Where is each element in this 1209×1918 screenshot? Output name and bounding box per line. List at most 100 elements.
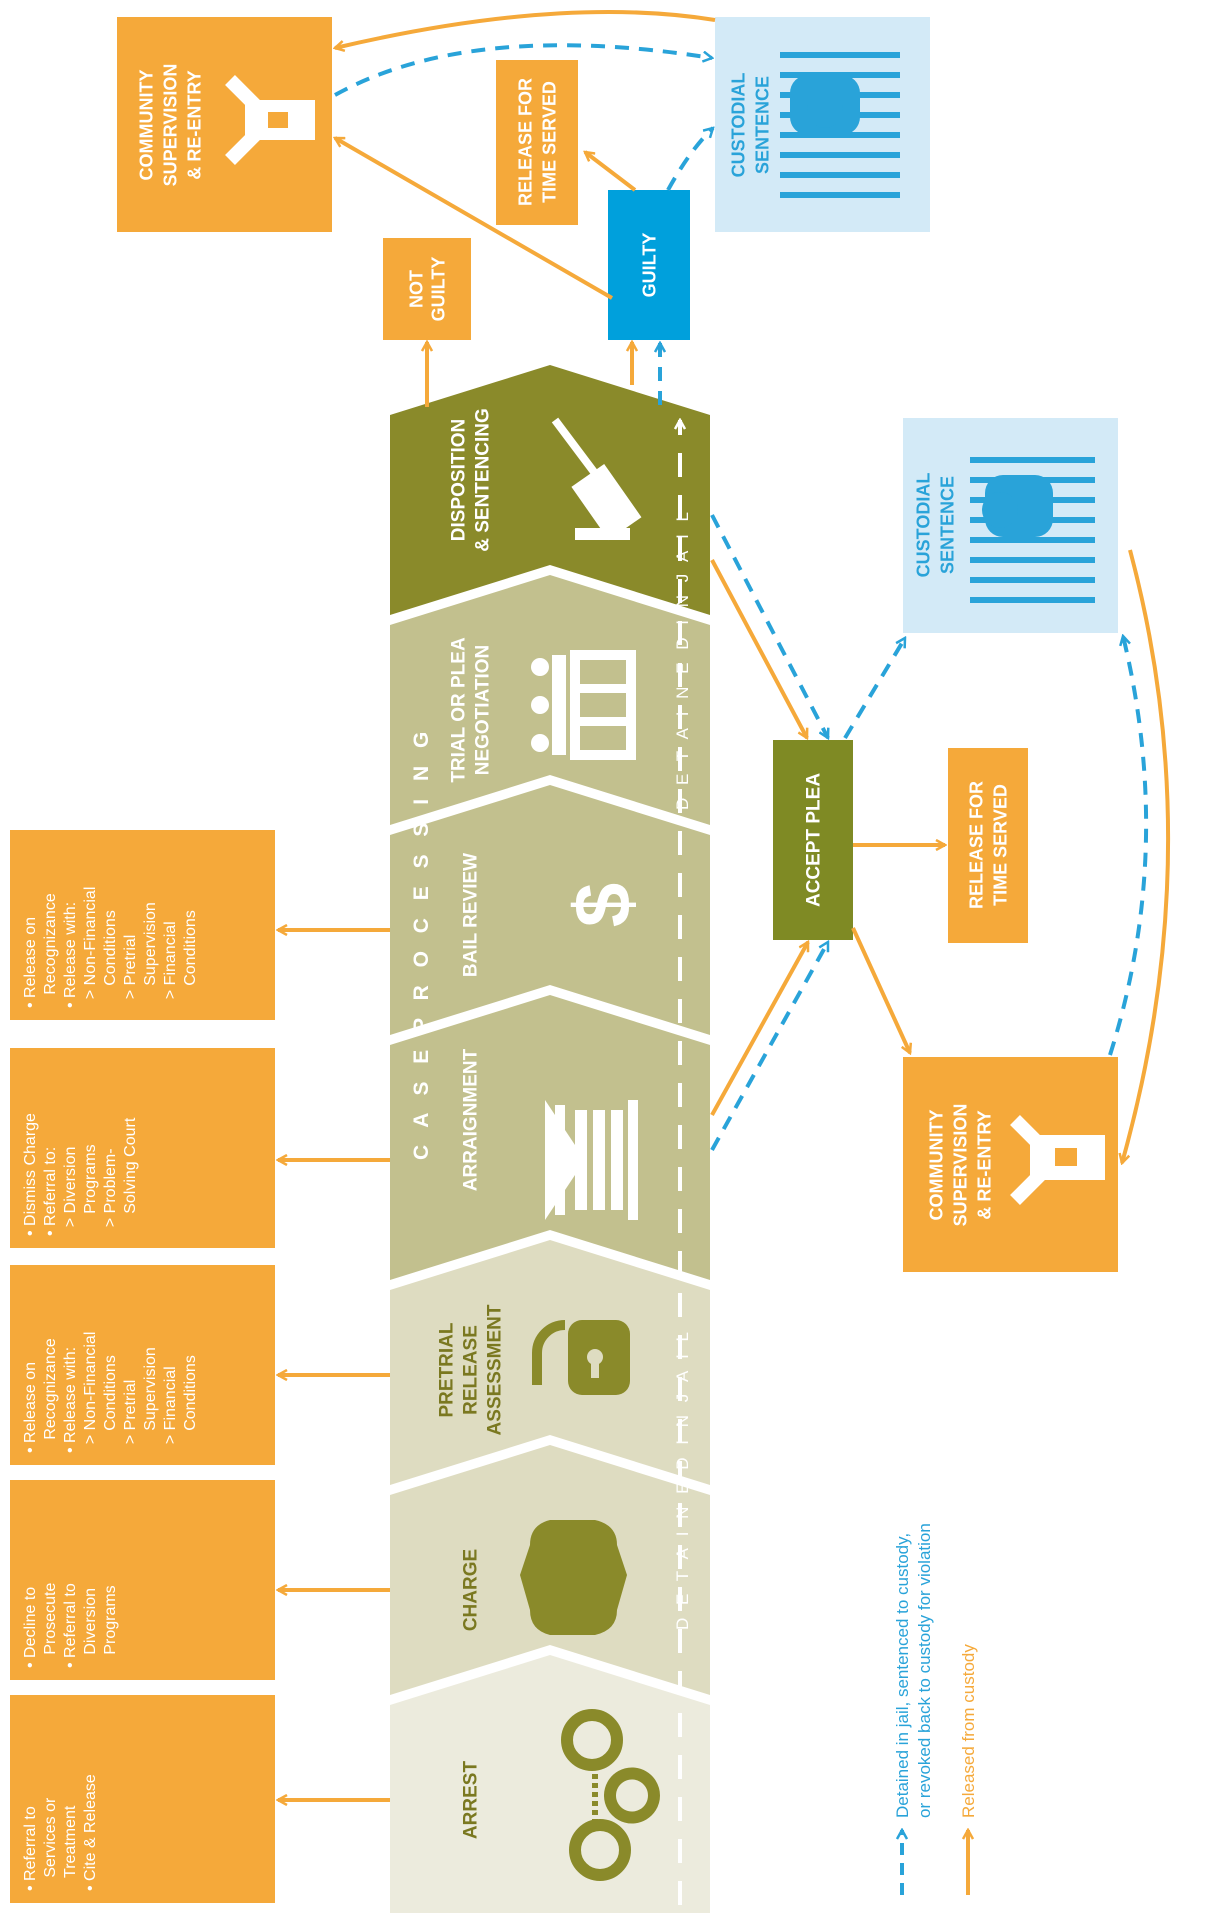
release-box-5-line-1: • Release on xyxy=(22,917,39,1008)
legend-blue-line-1: Detained in jail, sentenced to custody, xyxy=(893,1533,912,1818)
stage-label-3-line-1: PRETRIAL xyxy=(437,1322,458,1417)
outcome-arrows-orange xyxy=(335,10,1171,1163)
release-box-3-line-4: > Non-Financial xyxy=(82,1332,99,1453)
accept-plea-label: ACCEPT PLEA xyxy=(804,773,825,907)
not-guilty-box xyxy=(383,238,471,340)
jury-box-icon xyxy=(531,650,636,760)
stage-label-3-line-2: RELEASE xyxy=(461,1325,482,1415)
release-box-5 xyxy=(10,830,275,1020)
release-box-5-line-3: • Release with: xyxy=(62,902,79,1008)
release-box-4-line-3: > Diversion xyxy=(62,1147,79,1236)
release-box-2-line-5: Programs xyxy=(102,1585,119,1668)
release-time-served-right-label-line-2: TIME SERVED xyxy=(990,784,1010,906)
release-box-2-line-2: Prosecute xyxy=(42,1583,59,1668)
release-box-5-line-9: Conditions xyxy=(182,910,199,1008)
blue-arrow-guilty-to-custody xyxy=(666,128,713,191)
accept-plea-box xyxy=(773,740,853,940)
arrow-custody-to-community-right xyxy=(1122,549,1171,1163)
legend: Detained in jail, sentenced to custody, … xyxy=(893,1523,978,1895)
stage-label-6-line-2: NEGOTIATION xyxy=(473,645,494,776)
release-box-3-line-3: • Release with: xyxy=(62,1347,79,1453)
arrow-guilty-to-time-served xyxy=(585,150,637,192)
release-box-2-line-1: • Decline to xyxy=(22,1587,39,1668)
stage-label-2: CHARGE xyxy=(461,1549,482,1631)
release-box-3 xyxy=(10,1265,275,1465)
custodial-sentence-top-label-line-1: CUSTODIAL xyxy=(728,73,748,178)
stage-label-1: ARREST xyxy=(461,1761,482,1840)
stage-label-4: ARRAIGNMENT xyxy=(461,1048,482,1191)
guilty-box xyxy=(608,190,690,340)
release-box-3-line-9: Conditions xyxy=(182,1355,199,1453)
not-guilty-label-line-2: GUILTY xyxy=(428,257,448,322)
release-box-4 xyxy=(10,1048,275,1248)
release-box-1-line-4: • Cite & Release xyxy=(82,1774,99,1891)
stage-label-3-line-3: ASSESSMENT xyxy=(485,1304,506,1435)
custodial-sentence-top-label-line-2: SENTENCE xyxy=(752,76,772,174)
blue-arrow-arraignment-to-plea xyxy=(710,942,830,1151)
release-boxes: • Referral to Services or Treatment• Cit… xyxy=(10,830,275,1903)
police-badge-icon xyxy=(520,1520,627,1635)
community-supervision-right-label-line-3: & RE-ENTRY xyxy=(974,1110,994,1219)
community-supervision-right-label-line-1: COMMUNITY xyxy=(926,1110,946,1221)
stage-label-7-line-1: DISPOSITION xyxy=(449,419,470,541)
release-time-served-right-label-line-1: RELEASE FOR xyxy=(966,781,986,909)
handcuffs-icon xyxy=(561,1709,660,1881)
arrow-plea-to-community xyxy=(851,927,910,1053)
release-time-served-top-label-line-1: RELEASE FOR xyxy=(515,78,535,206)
house-icon-top xyxy=(225,75,315,165)
release-box-2 xyxy=(10,1480,275,1680)
release-box-3-line-6: > Pretrial xyxy=(122,1380,139,1453)
release-box-2-line-4: Diversion xyxy=(82,1588,99,1668)
release-box-3-line-8: > Financial xyxy=(162,1366,179,1453)
release-time-served-right-box xyxy=(948,748,1028,943)
community-supervision-right-label-line-2: SUPERVISION xyxy=(950,1104,970,1227)
stage-trial-chevron xyxy=(390,575,710,825)
stage-disposition-chevron xyxy=(390,365,710,615)
stage-label-5: BAIL REVIEW xyxy=(461,853,482,977)
guilty-label: GUILTY xyxy=(639,233,659,298)
not-guilty-label-line-1: NOT xyxy=(406,270,426,308)
courthouse-icon xyxy=(545,1100,638,1220)
release-box-5-line-6: > Pretrial xyxy=(122,935,139,1008)
release-box-4-line-1: • Dismiss Charge xyxy=(22,1113,39,1236)
stage-arrest-chevron xyxy=(390,1655,710,1913)
arrow-guilty-to-community xyxy=(335,136,614,300)
house-icon-right xyxy=(1010,1115,1105,1205)
stage-bail-chevron xyxy=(390,785,710,1035)
blue-arrow-plea-to-custody xyxy=(843,638,907,740)
release-box-3-line-2: Recognizance xyxy=(42,1338,59,1453)
release-box-1-line-1: • Referral to xyxy=(22,1806,39,1891)
release-box-4-line-6: Solving Court xyxy=(122,1117,139,1236)
arrow-disposition-to-plea xyxy=(710,559,809,738)
release-box-5-line-7: Supervision xyxy=(142,902,159,1008)
detained-label-lower: D E T A I N E D I N J A I L xyxy=(673,1328,692,1630)
community-supervision-top-label-line-3: & RE-ENTRY xyxy=(184,70,204,179)
outcome-arrows-blue xyxy=(334,43,1149,1151)
padlock-icon xyxy=(532,1320,630,1395)
release-time-served-top-box xyxy=(496,60,578,225)
community-supervision-top-label-line-2: SUPERVISION xyxy=(160,64,180,187)
prison-bars-icon-right xyxy=(970,457,1095,603)
community-supervision-top-label-line-1: COMMUNITY xyxy=(136,70,156,181)
legend-blue-line-2: or revoked back to custody for violation xyxy=(915,1523,934,1818)
custodial-sentence-right-label-line-2: SENTENCE xyxy=(937,476,957,574)
release-box-4-line-4: Programs xyxy=(82,1144,99,1236)
release-box-3-line-5: Conditions xyxy=(102,1355,119,1453)
stage-label-6-line-1: TRIAL OR PLEA xyxy=(449,637,470,783)
case-processing-label: C A S E P R O C E S S I N G xyxy=(410,726,433,1160)
release-box-1-line-3: Treatment xyxy=(62,1805,79,1891)
release-arrows xyxy=(278,930,390,1800)
release-box-3-line-1: • Release on xyxy=(22,1362,39,1453)
release-box-3-line-7: Supervision xyxy=(142,1347,159,1453)
release-box-2-line-3: • Referral to xyxy=(62,1583,79,1668)
blue-arrow-disposition-to-plea xyxy=(710,514,830,738)
custodial-sentence-right-label-line-1: CUSTODIAL xyxy=(913,473,933,578)
release-box-1-line-2: Services or xyxy=(42,1797,59,1891)
prison-bars-icon-top xyxy=(780,52,900,198)
gavel-icon xyxy=(551,417,642,541)
release-box-5-line-4: > Non-Financial xyxy=(82,887,99,1008)
